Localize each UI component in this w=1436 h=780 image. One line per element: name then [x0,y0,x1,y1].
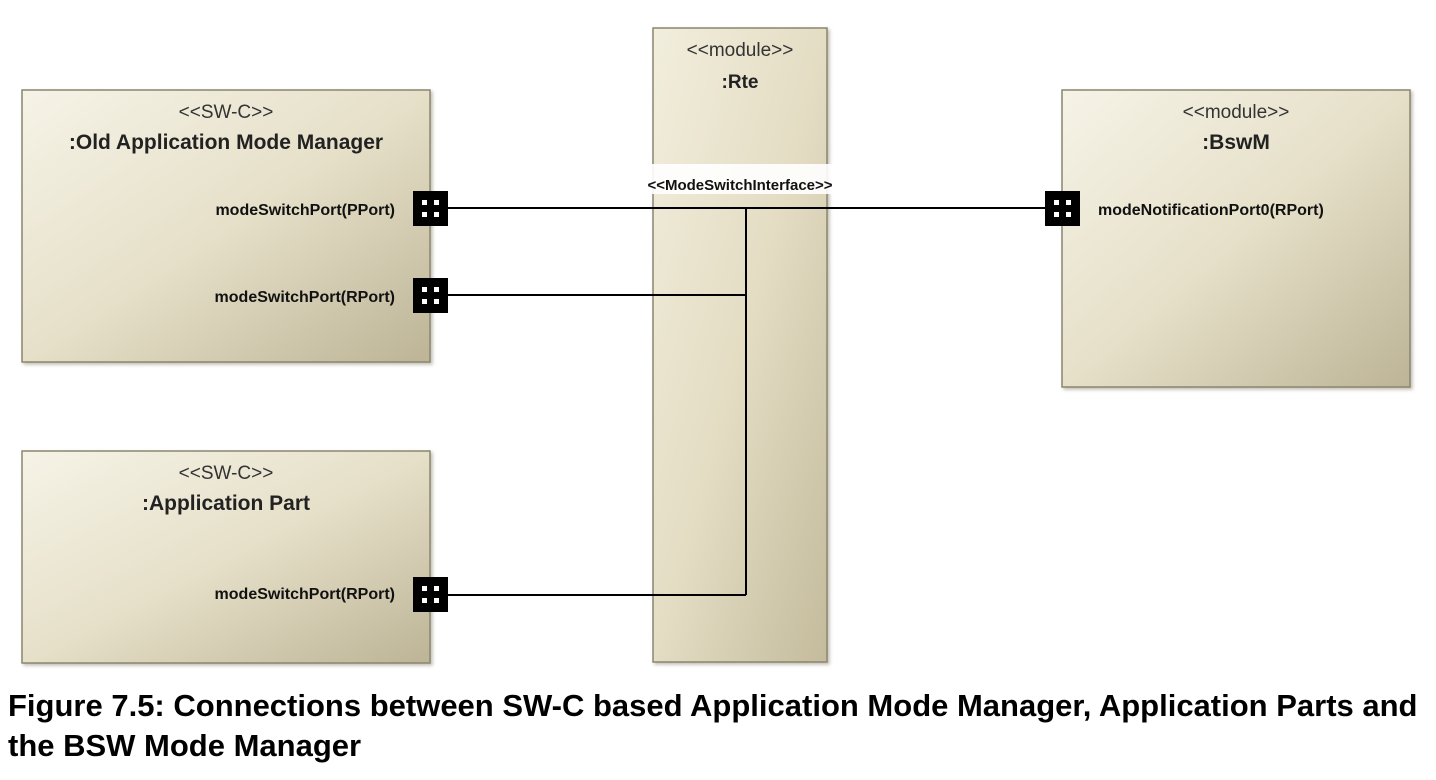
bswm-name: :BswM [1202,131,1270,154]
old-amm-name: :Old Application Mode Manager [69,131,383,154]
app-part-rport [413,577,448,612]
diagram-canvas: <<module>> :Rte <<SW-C>> :Old Applicatio… [21,27,1411,664]
interface-label-background [604,164,874,194]
bswm-rport-label: modeNotificationPort0(RPort) [1098,202,1324,219]
old-amm-stereotype: <<SW-C>> [179,102,274,123]
old-amm-rport-label: modeSwitchPort(RPort) [215,289,395,306]
bswm-rport [1045,191,1080,226]
figure-caption: Figure 7.5: Connections between SW-C bas… [8,688,1418,763]
old-amm-box [21,89,431,363]
bswm-box [1061,89,1411,388]
old-application-mode-manager-component: <<SW-C>> :Old Application Mode Manager m… [21,89,431,363]
rte-module: <<module>> :Rte [652,27,828,663]
rte-module-box [652,27,828,663]
rte-stereotype: <<module>> [687,40,794,61]
old-amm-rport [413,278,448,313]
bswm-stereotype: <<module>> [1183,102,1290,123]
app-part-box [21,450,431,664]
app-part-rport-label: modeSwitchPort(RPort) [215,586,395,603]
bswm-module: <<module>> :BswM modeNotificationPort0(R… [1061,89,1411,388]
old-amm-pport [413,191,448,226]
old-amm-pport-label: modeSwitchPort(PPort) [215,202,395,219]
application-part-component: <<SW-C>> :Application Part modeSwitchPor… [21,450,431,664]
app-part-stereotype: <<SW-C>> [179,463,274,484]
app-part-name: :Application Part [142,492,310,515]
interface-label: <<ModeSwitchInterface>> [647,177,832,194]
rte-name: :Rte [722,72,759,93]
connectors [448,207,1046,596]
